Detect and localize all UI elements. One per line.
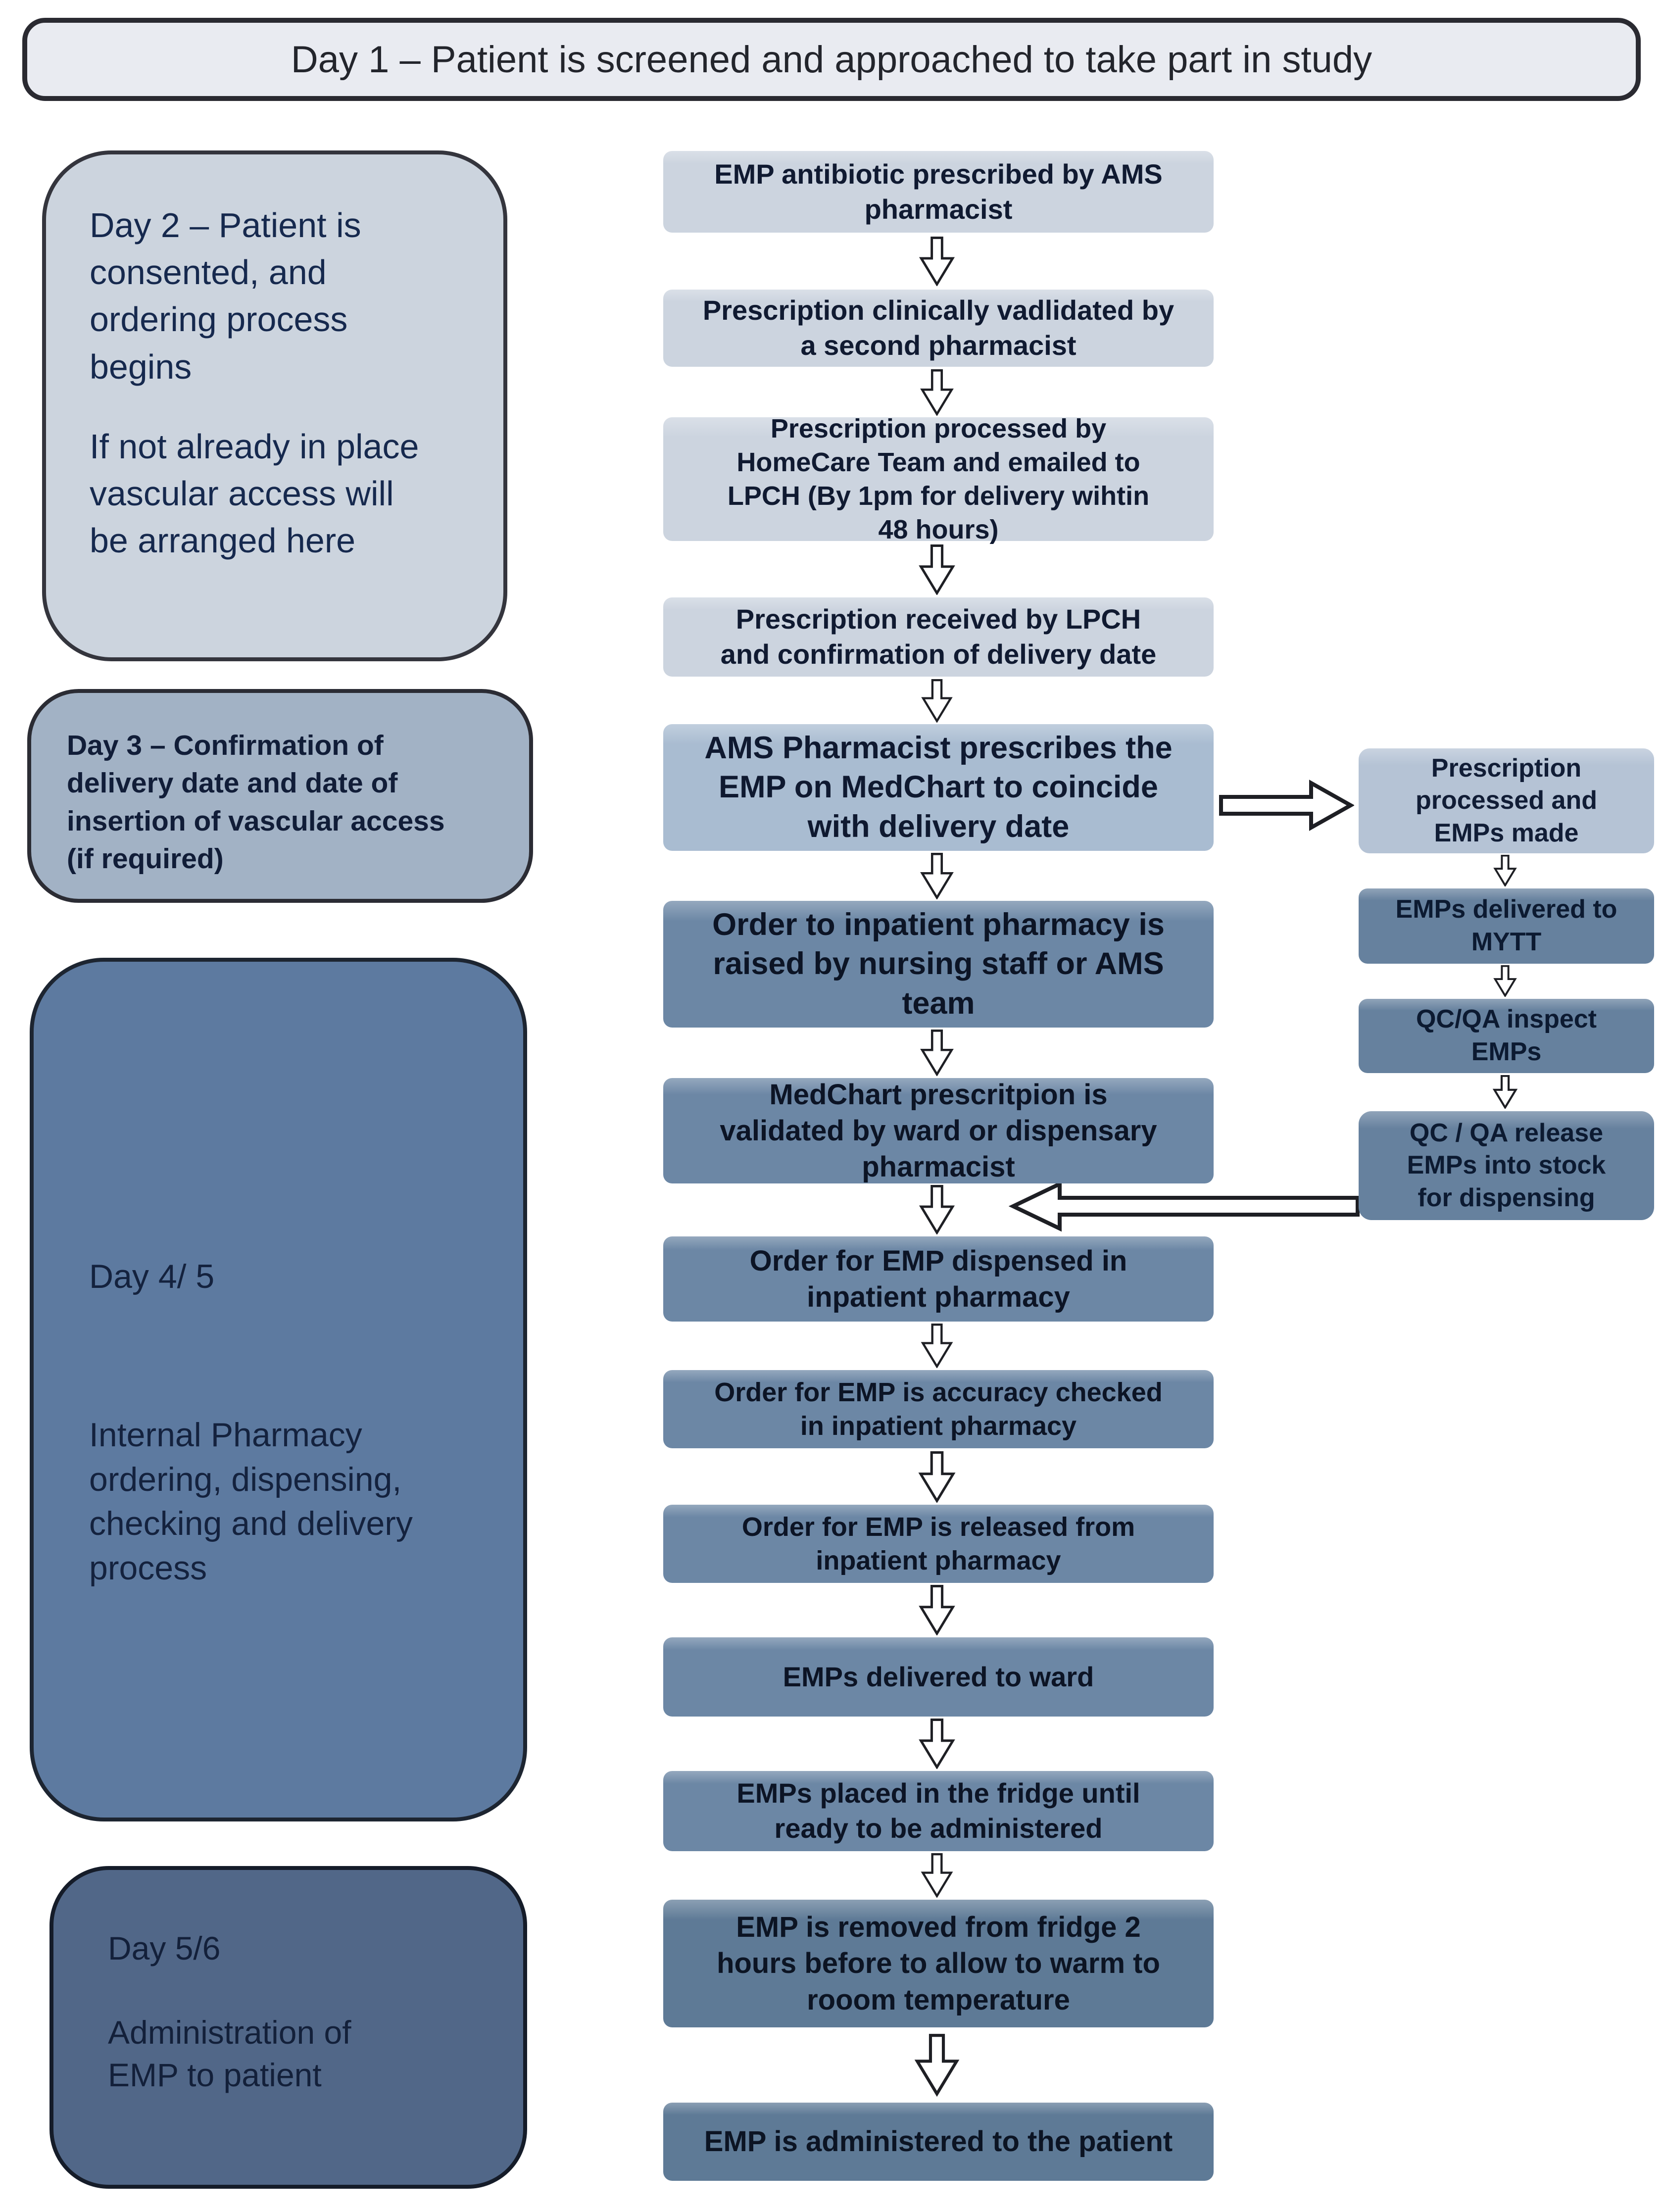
stage-day56-text-2: Administration of EMP to patient [108,2014,351,2093]
left-arrow-icon [1008,1180,1360,1232]
down-arrow-icon [919,544,955,595]
branch-prescription-processed: Prescription processed and EMPs made [1359,748,1654,853]
right-arrow-icon [1219,780,1354,831]
step-released-pharmacy-label: Order for EMP is released from inpatient… [741,1512,1135,1575]
stage-day56-text-1: Day 5/6 [108,1930,221,1966]
stage-day45-box: Day 4/ 5 Internal Pharmacy ordering, dis… [30,958,527,1821]
down-arrow-icon [919,237,955,286]
step-clinically-validated: Prescription clinically vadlidated by a … [663,290,1214,367]
down-arrow-icon [920,1030,954,1076]
step-accuracy-checked-label: Order for EMP is accuracy checked in inp… [714,1377,1163,1441]
step-removed-fridge: EMP is removed from fridge 2 hours befor… [663,1900,1214,2027]
branch-qcqa-release-label: QC / QA release EMPs into stock for disp… [1407,1118,1606,1212]
step-homecare-processed-label: Prescription processed by HomeCare Team … [727,413,1150,545]
step-medchart-prescribe: AMS Pharmacist prescribes the EMP on Med… [663,724,1214,851]
step-administered: EMP is administered to the patient [663,2103,1214,2181]
down-arrow-icon [914,2034,960,2097]
step-delivered-ward-label: EMPs delivered to ward [783,1661,1094,1692]
step-released-pharmacy: Order for EMP is released from inpatient… [663,1505,1214,1583]
step-administered-label: EMP is administered to the patient [704,2125,1173,2158]
down-arrow-icon [921,1853,953,1898]
day1-header-box: Day 1 – Patient is screened and approach… [22,18,1641,101]
stage-day45-text-1: Day 4/ 5 [89,1258,215,1295]
down-arrow-icon [919,1719,955,1769]
down-arrow-icon [921,679,953,723]
step-medchart-validated: MedChart prescritpion is validated by wa… [663,1078,1214,1183]
down-arrow-icon [1493,855,1517,886]
down-arrow-icon [918,1451,956,1503]
step-clinically-validated-label: Prescription clinically vadlidated by a … [702,295,1175,361]
down-arrow-icon [920,853,954,899]
branch-qcqa-release: QC / QA release EMPs into stock for disp… [1359,1111,1654,1220]
step-emp-dispensed-label: Order for EMP dispensed in inpatient pha… [749,1244,1127,1313]
step-received-lpch-label: Prescription received by LPCH and confir… [720,603,1157,670]
down-arrow-icon [1493,965,1517,997]
step-placed-fridge: EMPs placed in the fridge until ready to… [663,1771,1214,1851]
branch-qcqa-inspect-label: QC/QA inspect EMPs [1416,1005,1597,1066]
stage-day2-text-2: If not already in place vascular access … [90,427,419,560]
stage-day3-text: Day 3 – Confirmation of delivery date an… [67,730,445,875]
stage-day3-box: Day 3 – Confirmation of delivery date an… [27,689,533,903]
stage-day2-text-1: Day 2 – Patient is consented, and orderi… [90,206,361,386]
branch-delivered-mytt: EMPs delivered to MYTT [1359,888,1654,964]
down-arrow-icon [919,1185,955,1234]
step-homecare-processed: Prescription processed by HomeCare Team … [663,414,1214,544]
branch-qcqa-inspect: QC/QA inspect EMPs [1359,999,1654,1073]
step-medchart-validated-label: MedChart prescritpion is validated by wa… [720,1078,1157,1183]
step-emp-prescribed-label: EMP antibiotic prescribed by AMS pharmac… [714,158,1163,225]
down-arrow-icon [920,369,954,416]
step-emp-dispensed: Order for EMP dispensed in inpatient pha… [663,1236,1214,1322]
step-removed-fridge-label: EMP is removed from fridge 2 hours befor… [717,1911,1160,2016]
step-accuracy-checked: Order for EMP is accuracy checked in inp… [663,1370,1214,1448]
step-delivered-ward: EMPs delivered to ward [663,1637,1214,1717]
step-order-raised-label: Order to inpatient pharmacy is raised by… [712,907,1165,1021]
step-order-raised: Order to inpatient pharmacy is raised by… [663,901,1214,1028]
stage-day2-box: Day 2 – Patient is consented, and orderi… [42,150,507,661]
down-arrow-icon [919,1585,955,1635]
step-received-lpch: Prescription received by LPCH and confir… [663,597,1214,677]
stage-day45-text-2: Internal Pharmacy ordering, dispensing, … [89,1416,413,1587]
branch-delivered-mytt-label: EMPs delivered to MYTT [1395,895,1617,956]
day1-header-label: Day 1 – Patient is screened and approach… [291,38,1372,81]
down-arrow-icon [1492,1075,1518,1109]
branch-prescription-processed-label: Prescription processed and EMPs made [1415,753,1598,847]
down-arrow-icon [921,1324,953,1368]
step-emp-prescribed: EMP antibiotic prescribed by AMS pharmac… [663,151,1214,233]
step-medchart-prescribe-label: AMS Pharmacist prescribes the EMP on Med… [704,730,1173,844]
step-placed-fridge-label: EMPs placed in the fridge until ready to… [736,1777,1140,1844]
stage-day56-box: Day 5/6 Administration of EMP to patient [49,1866,527,2189]
